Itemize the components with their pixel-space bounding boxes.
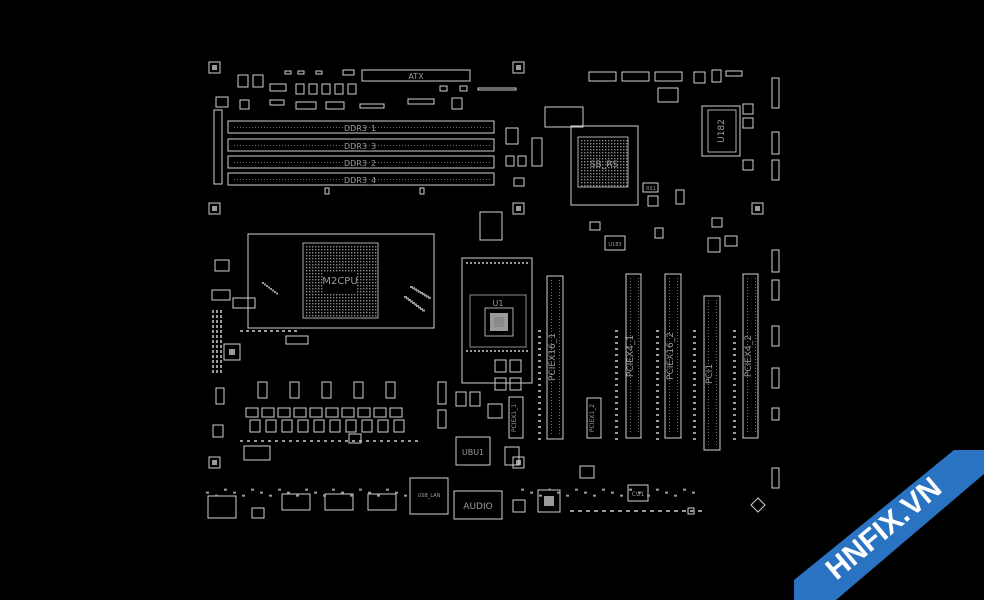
slot-pciex4-2: PCIEX4_2 xyxy=(742,273,759,439)
mounting-holes xyxy=(208,61,766,513)
rs1-label: RS1 xyxy=(646,186,656,192)
slot-label: PCIEX16_1 xyxy=(548,333,558,381)
slot-pci1: PCI1 xyxy=(703,295,721,451)
left-vrm-components xyxy=(211,259,309,438)
sb-ball-grid xyxy=(581,140,628,187)
slot-pciex1-2: PCIEX1_2 xyxy=(586,397,602,439)
ubu1-label: UBU1 xyxy=(462,448,484,457)
u182-chip: U182 xyxy=(701,103,754,171)
slot-label: PCI1 xyxy=(705,364,715,384)
usb-label: USB_LAN xyxy=(418,493,441,499)
dimm-slots: DDR3_1 DDR3_3 DDR3_2 DDR3_4 xyxy=(227,120,495,186)
dimm-side-components xyxy=(324,127,543,241)
dimm-slot: DDR3_1 xyxy=(227,120,495,134)
nb-pads xyxy=(466,262,528,352)
slot-label: PCIEX16_2 xyxy=(666,332,676,380)
mounting-hole xyxy=(208,202,221,215)
south-bridge: SB_RS RS1 xyxy=(544,106,685,207)
cpu-side-pads xyxy=(262,282,431,312)
slot-label: PCIEX1_2 xyxy=(589,404,596,432)
mid-right-components: U183 xyxy=(589,217,780,489)
mounting-hole xyxy=(512,202,525,215)
cpu-pin-grid xyxy=(306,246,377,317)
dimm-slot: DDR3_2 xyxy=(227,155,495,169)
dimm-slot: DDR3_4 xyxy=(227,172,495,186)
top-left-components xyxy=(213,69,517,185)
u182-label: U182 xyxy=(717,119,727,143)
cpu-label: M2CPU xyxy=(322,276,357,287)
mounting-hole xyxy=(512,61,525,74)
bottom-connectors: USB_LAN AUDIO CU1 xyxy=(206,465,702,520)
cpu-socket: M2CPU xyxy=(247,233,435,329)
bottom-pads xyxy=(206,488,702,512)
expansion-slots: PCIEX16_1 PCIEX4_1 PCIEX16_2 PCI1 PCIEX4… xyxy=(508,273,759,451)
dimm-slot: DDR3_3 xyxy=(227,138,495,152)
mounting-hole xyxy=(751,202,764,215)
slot-pciex1-1: PCIEX1_1 xyxy=(508,396,524,439)
dimm-label: DDR3_3 xyxy=(344,142,376,151)
mounting-hole xyxy=(208,61,221,74)
north-bridge: U1 xyxy=(461,257,533,391)
inductor-row xyxy=(240,407,418,442)
slot-pin-rows xyxy=(538,278,756,445)
mounting-hole xyxy=(208,456,221,469)
dimm-label: DDR3_1 xyxy=(344,124,376,133)
atx-connector: ATX xyxy=(361,69,471,82)
watermark-band xyxy=(794,450,984,600)
cu1-label: CU1 xyxy=(632,491,645,498)
slot-pciex16-1: PCIEX16_1 xyxy=(546,275,564,440)
audio-label: AUDIO xyxy=(463,502,492,512)
watermark-text: HNFIX.VN xyxy=(820,471,948,586)
dimm-label: DDR3_4 xyxy=(344,176,376,185)
vrm-row xyxy=(240,381,503,461)
vrm-pads xyxy=(212,310,297,373)
dimm-pin-rows xyxy=(234,127,490,180)
slot-pciex16-2: PCIEX16_2 xyxy=(664,273,682,439)
u1-label: U1 xyxy=(493,299,504,308)
mounting-hole xyxy=(750,497,766,513)
atx-label: ATX xyxy=(408,72,424,81)
slot-label: PCIEX4_2 xyxy=(744,335,754,377)
slot-label: PCIEX1_1 xyxy=(511,404,518,432)
sb-label: SB_RS xyxy=(590,160,619,170)
dimm-label: DDR3_2 xyxy=(344,159,376,168)
ubu1-chip: UBU1 xyxy=(455,436,520,466)
watermark-banner: HNFIX.VN xyxy=(794,450,984,600)
top-right-headers xyxy=(588,69,780,181)
u-label: U183 xyxy=(608,242,621,248)
